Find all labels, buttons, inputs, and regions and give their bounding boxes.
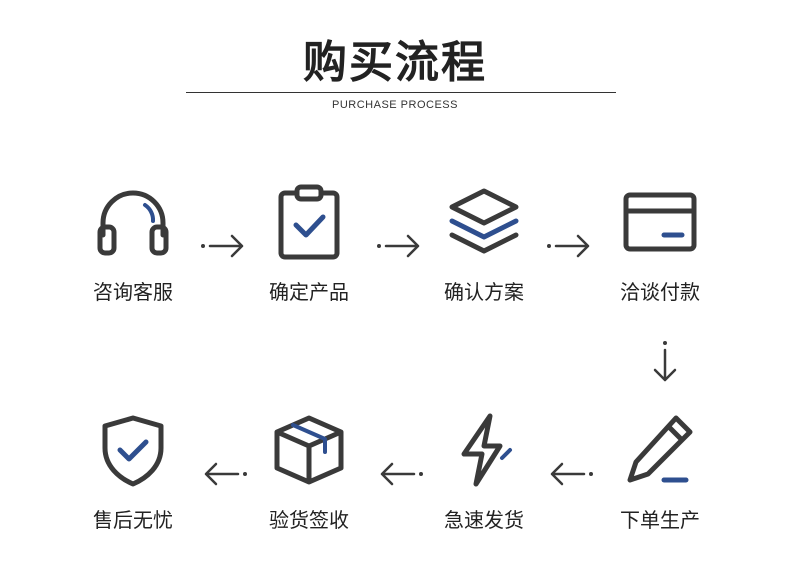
page-subtitle: PURCHASE PROCESS	[332, 99, 458, 111]
step-label-fast-shipping: 急速发货	[444, 508, 524, 532]
shield-check-icon	[102, 415, 164, 487]
step-label-order-production: 下单生产	[620, 508, 700, 532]
package-box-icon	[274, 415, 344, 485]
arrow-left-icon	[204, 462, 247, 486]
lightning-icon	[461, 413, 512, 487]
title-divider	[186, 92, 616, 93]
arrow-right-icon	[377, 234, 420, 258]
arrow-left-icon	[550, 462, 593, 486]
credit-card-icon	[623, 192, 697, 252]
page-title: 购买流程	[303, 37, 487, 88]
step-label-confirm-plan: 确认方案	[444, 280, 524, 304]
headphones-icon	[97, 190, 169, 256]
arrow-down-icon	[653, 341, 677, 382]
step-label-after-sales: 售后无忧	[93, 508, 173, 532]
step-label-payment: 洽谈付款	[620, 280, 700, 304]
arrow-right-icon	[547, 234, 590, 258]
clipboard-check-icon	[278, 184, 340, 260]
arrow-left-icon	[380, 462, 423, 486]
arrow-right-icon	[201, 234, 244, 258]
step-label-confirm-product: 确定产品	[269, 280, 349, 304]
step-label-inspect-sign: 验货签收	[269, 508, 349, 532]
step-label-consult: 咨询客服	[93, 280, 173, 304]
pencil-icon	[627, 415, 693, 483]
layers-icon	[449, 188, 519, 254]
